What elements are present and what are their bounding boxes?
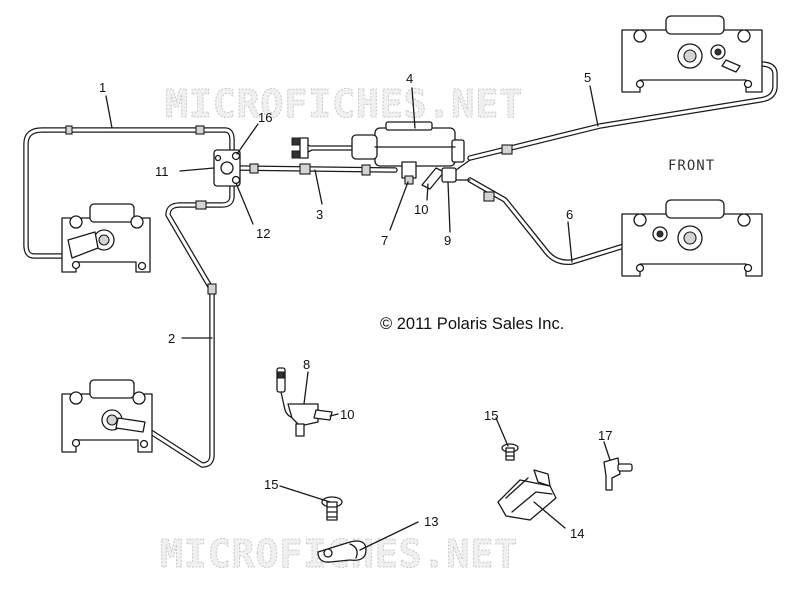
brake-line-5 <box>467 61 778 161</box>
callout-10-detail: 10 <box>340 407 354 422</box>
master-cylinder <box>291 121 465 167</box>
callout-3: 3 <box>316 207 323 222</box>
caliper-front-upper <box>621 15 763 93</box>
callout-17: 17 <box>598 428 612 443</box>
hose-clip <box>603 457 633 491</box>
callout-2: 2 <box>168 331 175 346</box>
callout-1: 1 <box>99 80 106 95</box>
callout-12: 12 <box>256 226 270 241</box>
front-label: FRONT <box>668 158 715 174</box>
brake-line-2 <box>137 182 235 468</box>
watermark-top: MICROFICHES.NET <box>165 82 523 126</box>
callout-5: 5 <box>584 70 591 85</box>
brake-junction-block <box>213 149 241 187</box>
splitter-fitting <box>441 159 471 183</box>
callout-10-upper: 10 <box>414 202 428 217</box>
callout-16: 16 <box>258 110 272 125</box>
brake-line-3 <box>235 163 398 176</box>
callout-4: 4 <box>406 71 413 86</box>
callout-14: 14 <box>570 526 584 541</box>
callout-8: 8 <box>303 357 310 372</box>
copyright-text: © 2011 Polaris Sales Inc. <box>380 315 564 333</box>
screw-lower <box>321 496 343 521</box>
brake-line-6 <box>467 177 653 265</box>
callout-15-lower: 15 <box>264 477 278 492</box>
callout-6: 6 <box>566 207 573 222</box>
callout-15-upper: 15 <box>484 408 498 423</box>
brake-line-1 <box>23 125 235 259</box>
callout-13: 13 <box>424 514 438 529</box>
p-clamp <box>317 540 367 563</box>
caliper-lower <box>61 379 153 453</box>
switch-bracket-detail <box>276 367 333 437</box>
callout-7: 7 <box>381 233 388 248</box>
hose-bracket <box>497 469 557 521</box>
callout-9: 9 <box>444 233 451 248</box>
callout-11: 11 <box>155 164 169 179</box>
caliper-rear-left <box>61 203 151 273</box>
caliper-front-lower <box>621 199 763 277</box>
screw-upper <box>501 443 519 461</box>
leader-lines <box>105 85 611 551</box>
